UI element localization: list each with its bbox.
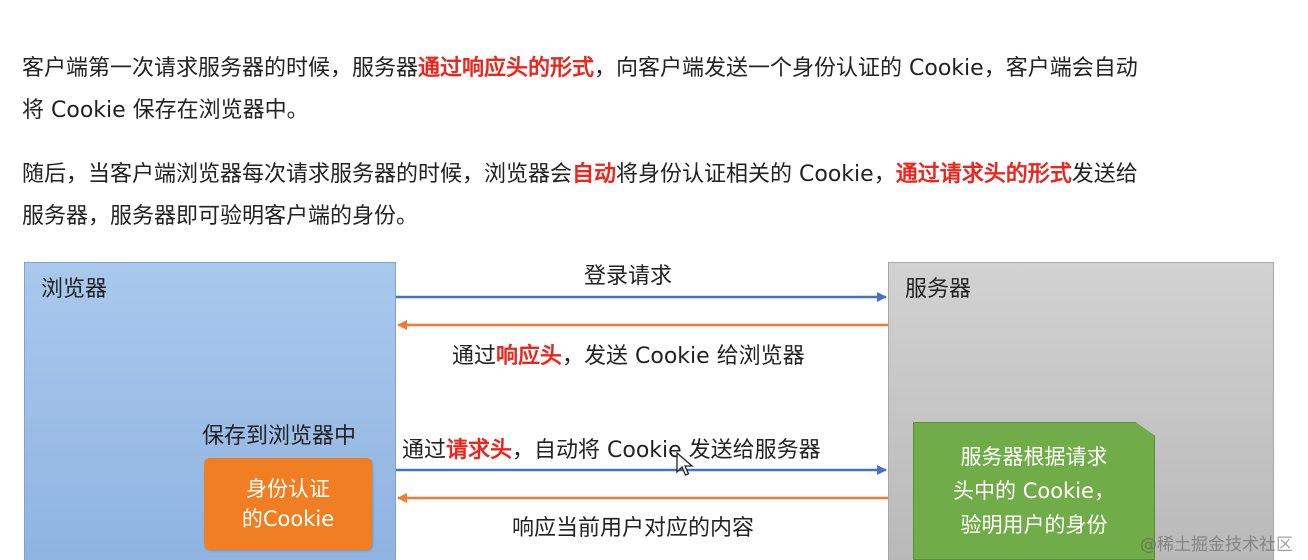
browser-title: 浏览器 [41,277,108,302]
intro-text-3: 将 Cookie 保存在浏览器中。 [22,98,309,123]
followup-text-2: 将身份认证相关的 Cookie， [616,162,896,187]
followup-text-3: 发送给 [1071,162,1138,187]
verify-line2: 头中的 Cookie， [953,479,1115,503]
request-header-label-b: ，自动将 Cookie 发送给服务器 [512,438,821,463]
intro-text-1: 客户端第一次请求服务器的时候，服务器 [22,56,419,81]
content-response-label: 响应当前用户对应的内容 [512,516,755,541]
request-header-label-a: 通过 [402,438,447,463]
request-header-label: 通过请求头，自动将 Cookie 发送给服务器 [402,432,821,464]
auth-cookie-badge: 身份认证 的Cookie [204,458,372,550]
followup-paragraph: 随后，当客户端浏览器每次请求服务器的时候，浏览器会自动将身份认证相关的 Cook… [22,154,1282,238]
watermark: @稀土掘金技术社区 [1140,535,1293,555]
followup-text-4: 服务器，服务器即可验明客户端的身份。 [22,204,419,229]
response-header-highlight: 响应头 [496,344,563,369]
login-request-label: 登录请求 [584,264,673,289]
intro-paragraph: 客户端第一次请求服务器的时候，服务器通过响应头的形式，向客户端发送一个身份认证的… [22,48,1282,132]
followup-highlight-auto: 自动 [572,162,617,187]
intro-highlight: 通过响应头的形式 [418,56,595,81]
followup-highlight-header: 通过请求头的形式 [895,162,1072,187]
cookie-badge-line2: 的Cookie [241,507,335,531]
intro-text-2: ，向客户端发送一个身份认证的 Cookie，客户端会自动 [594,56,1138,81]
cookie-badge-line1: 身份认证 [246,477,330,501]
mouse-cursor-icon [676,452,694,476]
followup-text-1: 随后，当客户端浏览器每次请求服务器的时候，浏览器会 [22,162,573,187]
verify-line3: 验明用户的身份 [960,513,1108,537]
server-verify-box: 服务器根据请求 头中的 Cookie， 验明用户的身份 [913,422,1155,560]
response-header-label: 通过响应头，发送 Cookie 给浏览器 [452,338,805,370]
verify-line1: 服务器根据请求 [960,445,1108,469]
request-header-highlight: 请求头 [446,438,513,463]
save-to-browser-label: 保存到浏览器中 [202,424,357,449]
server-title: 服务器 [905,277,972,302]
response-header-label-b: ，发送 Cookie 给浏览器 [562,344,805,369]
response-header-label-a: 通过 [452,344,497,369]
